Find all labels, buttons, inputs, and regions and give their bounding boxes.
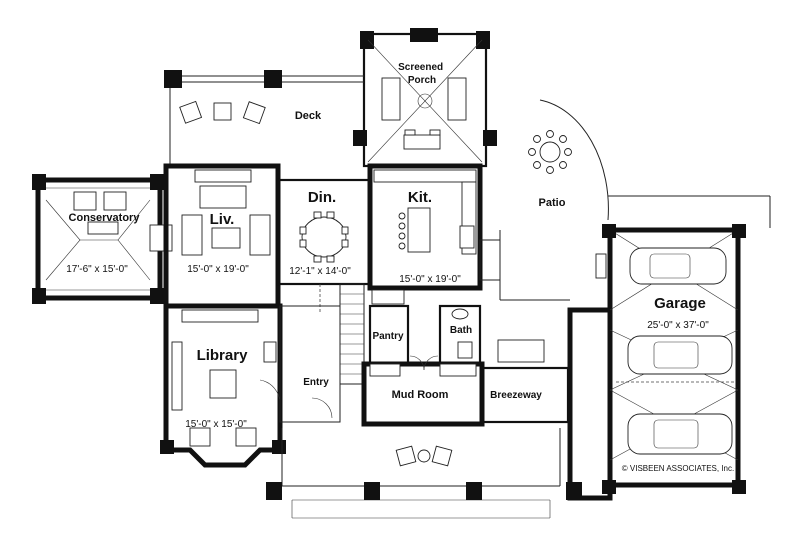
patio (499, 99, 771, 301)
label-conservatory-dim: 17'-6" x 15'-0" (66, 264, 128, 275)
library (160, 303, 286, 468)
screened-porch (353, 28, 497, 168)
label-pantry: Pantry (372, 331, 404, 342)
label-screened-porch-line1: Screened (398, 62, 443, 73)
label-dining-dim: 12'-1" x 14'-0" (289, 266, 351, 277)
car-3 (627, 413, 733, 455)
deck-chair-3 (242, 101, 266, 125)
kitchen (367, 163, 501, 291)
garage (567, 224, 746, 501)
label-garage: Garage (654, 295, 706, 312)
label-screened-porch-line2: Porch (408, 75, 436, 86)
label-entry: Entry (303, 377, 329, 388)
car-1 (629, 247, 727, 285)
stair (319, 283, 365, 385)
label-living-dim: 15'-0" x 19'-0" (187, 264, 249, 275)
label-dining: Din. (308, 189, 336, 206)
label-breezeway: Breezeway (490, 390, 542, 401)
label-screened-porch: Screened Porch (398, 62, 446, 86)
front-porch (266, 428, 582, 519)
deck (164, 70, 364, 166)
dining-room (276, 178, 372, 286)
label-mud-room: Mud Room (392, 389, 449, 401)
label-bath: Bath (450, 325, 472, 336)
label-kitchen: Kit. (408, 189, 432, 206)
breezeway (480, 339, 570, 424)
car-2 (627, 335, 733, 375)
living-room (163, 163, 281, 309)
label-deck: Deck (295, 110, 322, 122)
entry (279, 305, 341, 423)
deck-chair-1 (179, 100, 203, 124)
label-living: Liv. (210, 211, 235, 228)
conservatory (32, 174, 173, 304)
label-library: Library (197, 347, 249, 364)
patio-table (528, 130, 572, 174)
deck-chair-2 (213, 102, 232, 121)
label-library-dim: 15'-0" x 15'-0" (185, 419, 247, 430)
label-patio: Patio (539, 197, 566, 209)
pantry (368, 289, 410, 366)
label-garage-dim: 25'-0" x 37'-0" (647, 320, 709, 331)
label-conservatory: Conservatory (69, 212, 141, 224)
copyright-notice: © VISBEEN ASSOCIATES, Inc. (622, 464, 734, 473)
label-kitchen-dim: 15'-0" x 19'-0" (399, 274, 461, 285)
bath (438, 304, 482, 366)
